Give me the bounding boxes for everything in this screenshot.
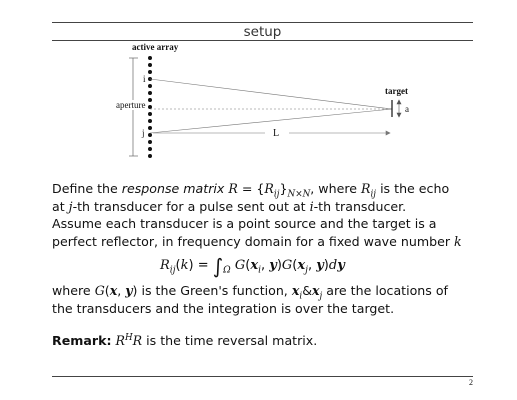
a-label: a [405, 104, 409, 114]
green-function-paragraph: where G(x, y) is the Green's function, x… [52, 283, 448, 316]
L-label: L [273, 128, 280, 139]
header-bottom-rule [52, 40, 473, 41]
page-number: 2 [469, 378, 473, 387]
response-matrix-term: response matrix [121, 181, 225, 196]
L-dimension [153, 130, 391, 136]
active-array-label: active array [132, 42, 179, 52]
header-top-rule [52, 22, 473, 23]
j-label: j [142, 128, 145, 138]
transducer-array [148, 56, 152, 158]
assumption-paragraph: Assume each transducer is a point source… [52, 216, 462, 249]
definition-paragraph: Define the response matrix R = {Rij}N×N,… [52, 181, 450, 214]
slide-title: setup [243, 24, 282, 40]
setup-diagram [129, 56, 402, 158]
remark-label: Remark: [52, 333, 112, 348]
response-matrix-equation: Rij(k) = ∫Ω G(xi, y)G(xj, y)dy [160, 254, 345, 278]
i-label: i [143, 74, 146, 84]
a-dimension [396, 99, 402, 118]
remark-paragraph: Remark: RHR is the time reversal matrix. [52, 332, 318, 348]
footer-rule [52, 376, 473, 377]
aperture-bracket [129, 57, 138, 157]
rays [149, 78, 393, 134]
target-label: target [385, 86, 408, 96]
aperture-label: aperture [116, 100, 146, 110]
